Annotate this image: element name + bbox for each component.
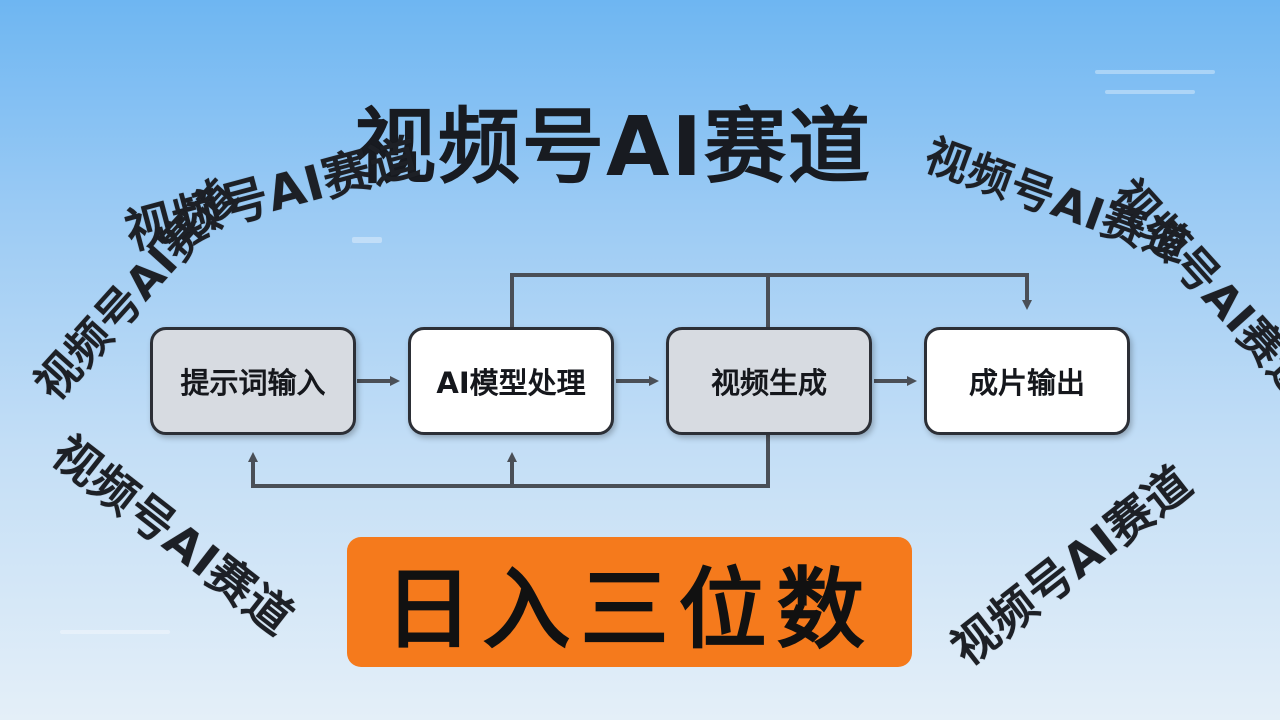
flow-step-ai-model: AI模型处理: [408, 327, 614, 435]
decor-line: [60, 630, 170, 634]
flow-step-final-output: 成片输出: [924, 327, 1130, 435]
decor-line: [1095, 70, 1215, 74]
flow-step-video-generation: 视频生成: [666, 327, 872, 435]
decor-line: [352, 237, 382, 243]
decor-line: [1105, 90, 1195, 94]
main-title: 视频号AI赛道: [354, 100, 872, 195]
flow-step-prompt-input: 提示词输入: [150, 327, 356, 435]
income-banner: 日入三位数: [347, 537, 912, 667]
